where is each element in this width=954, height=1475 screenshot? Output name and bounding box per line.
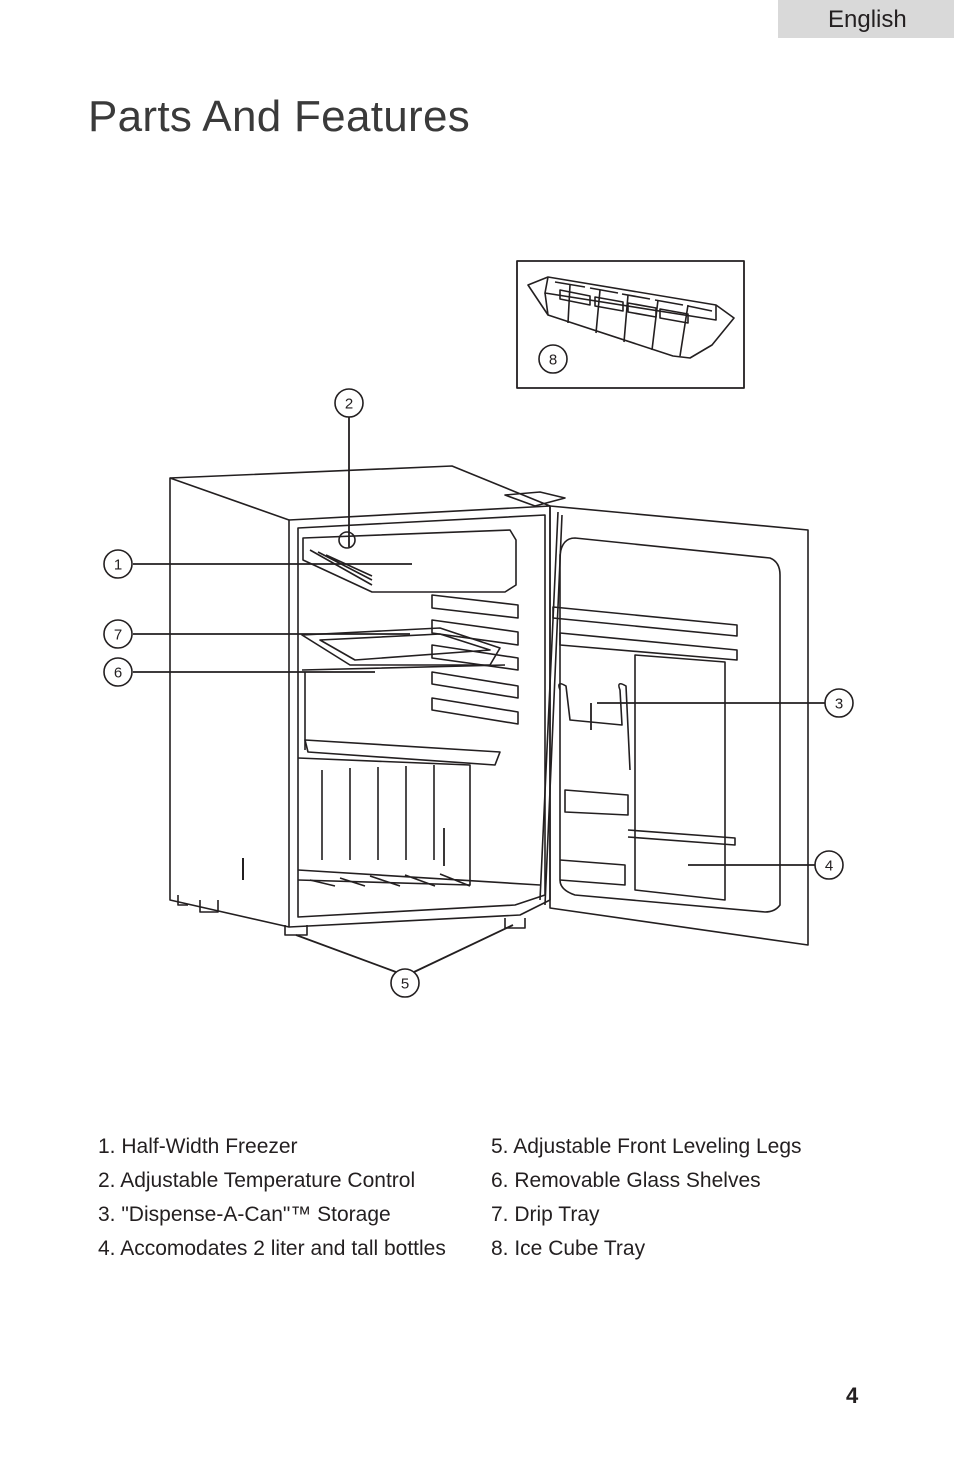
callout-5: 5 [390, 968, 420, 998]
refrigerator-door [504, 491, 809, 946]
legend-item: 7. Drip Tray [491, 1203, 600, 1226]
callout-3: 3 [824, 688, 854, 718]
svg-text:4: 4 [825, 858, 833, 875]
callout-2: 2 [334, 388, 364, 418]
legend-item: 2. Adjustable Temperature Control [98, 1169, 416, 1192]
refrigerator-cabinet [169, 465, 551, 936]
refrigerator-diagram: 1 2 3 4 5 6 7 8 [0, 240, 954, 1010]
svg-text:8: 8 [549, 352, 557, 369]
callout-6: 6 [103, 657, 133, 687]
page-title: Parts And Features [88, 92, 471, 141]
callout-7: 7 [103, 619, 133, 649]
legend-item: 6. Removable Glass Shelves [491, 1169, 761, 1192]
callout-leaders [133, 417, 825, 973]
language-tab: English [778, 0, 954, 38]
callout-4: 4 [814, 850, 844, 880]
svg-text:6: 6 [114, 665, 122, 682]
svg-text:5: 5 [401, 976, 409, 993]
legend-item: 8. Ice Cube Tray [491, 1237, 646, 1260]
svg-text:2: 2 [345, 396, 353, 413]
callout-1: 1 [103, 549, 133, 579]
legend-item: 3. "Dispense-A-Can"™ Storage [98, 1203, 391, 1226]
svg-text:3: 3 [835, 696, 843, 713]
legend-item: 1. Half-Width Freezer [98, 1135, 298, 1158]
svg-text:7: 7 [114, 627, 122, 644]
callout-8: 8 [538, 344, 568, 374]
ice-cube-tray-inset [516, 260, 745, 389]
legend-item: 5. Adjustable Front Leveling Legs [491, 1135, 802, 1158]
page-number: 4 [846, 1383, 859, 1408]
parts-legend: 1. Half-Width Freezer 2. Adjustable Temp… [98, 1130, 858, 1266]
svg-text:1: 1 [114, 557, 122, 574]
legend-item: 4. Accomodates 2 liter and tall bottles [98, 1237, 446, 1260]
legend-column-right: 5. Adjustable Front Leveling Legs 6. Rem… [491, 1130, 802, 1266]
legend-column-left: 1. Half-Width Freezer 2. Adjustable Temp… [98, 1130, 491, 1266]
